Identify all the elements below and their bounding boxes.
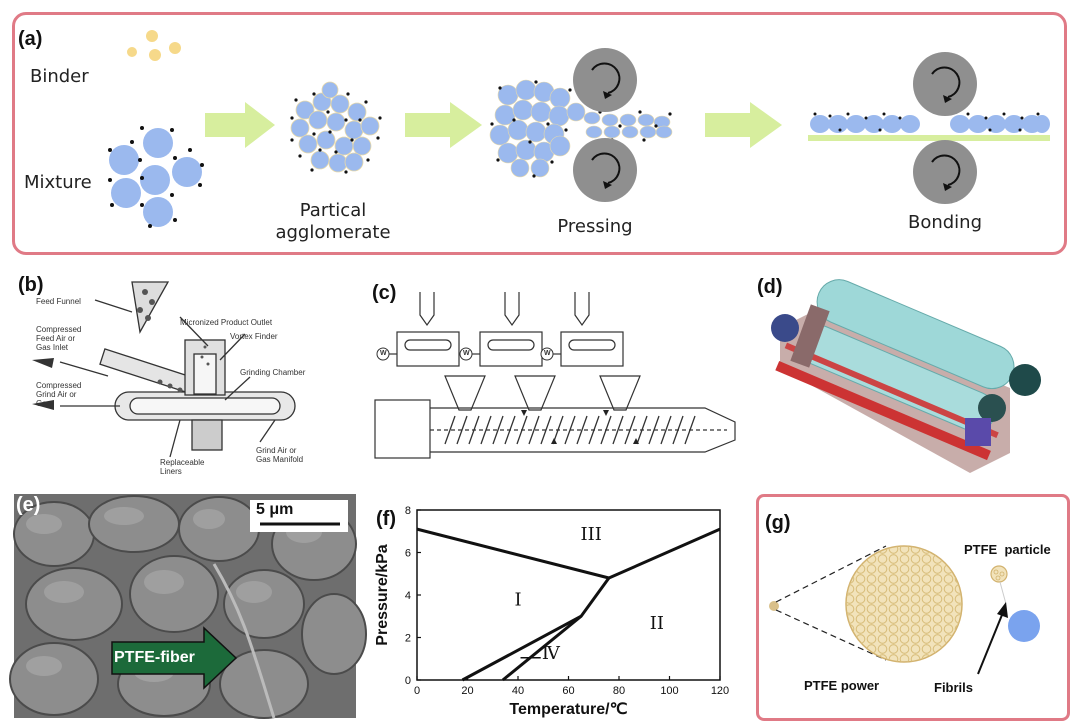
ptfe-illustration (769, 545, 1040, 675)
process-arrows (205, 102, 782, 148)
region-label-2: II (650, 613, 664, 634)
plot-frame (416, 509, 721, 681)
panel-e-label: (e) (16, 494, 41, 516)
x-tick-label-6: 120 (711, 685, 729, 697)
panel-b-label: (b) (18, 274, 44, 296)
mixture-cluster (109, 128, 202, 227)
ptfe-fiber-label: PTFE-fiber (114, 649, 195, 666)
calender-machine-render (771, 279, 1041, 473)
panel-a-frame (12, 12, 1067, 255)
scale-bar-label: 5 μm (256, 501, 294, 518)
ptfe-small-dot (769, 601, 779, 611)
agglomerate-dots (290, 92, 382, 174)
callout-manifold: Grind Air or Gas Manifold (256, 446, 304, 464)
bonding-rollers (913, 52, 977, 204)
y-axis-label: Pressure/kPa (374, 544, 391, 646)
panel-d-label: (d) (757, 276, 783, 298)
y-tick-label-3: 6 (405, 548, 411, 560)
region-label-0: III (581, 524, 602, 545)
binder-particles (127, 30, 181, 61)
feeder-mark-2: W (463, 350, 470, 357)
panel-g-frame (756, 494, 1070, 721)
panel-f-label: (f) (376, 508, 396, 530)
callout-vortex: Vortex Finder (230, 332, 278, 341)
region-label-3: Ⅳ (542, 643, 561, 664)
x-tick-label-2: 40 (512, 685, 524, 697)
x-tick-label-5: 100 (660, 685, 678, 697)
extruder-diagram (374, 292, 736, 459)
pressing-rollers (573, 48, 637, 202)
agglomerate (290, 81, 380, 173)
feeder-mark-1: W (380, 350, 387, 357)
sem-micrograph (9, 494, 367, 719)
ptfe-power-label: PTFE power (804, 678, 880, 693)
mixture-dots (108, 126, 204, 228)
region-label-1: I (514, 590, 521, 611)
x-tick-label-1: 20 (461, 685, 473, 697)
pressing-label: Pressing (557, 216, 633, 237)
panel-a-illustration (108, 30, 1050, 228)
bonding-label: Bonding (907, 212, 983, 233)
panel-c-label: (c) (372, 282, 397, 304)
ptfe-particle-label: PTFE particle (964, 542, 1051, 557)
phase-boundary-3 (501, 615, 583, 682)
panel-g-label: (g) (765, 512, 791, 534)
callout-feed-funnel: Feed Funnel (36, 297, 81, 306)
phase-boundary-0 (416, 527, 610, 580)
pressing-material (489, 79, 673, 178)
y-tick-label-0: 0 (405, 675, 411, 687)
mixture-label: Mixture (24, 172, 92, 193)
x-tick-label-3: 60 (562, 685, 574, 697)
callout-compressed-grind: Compressed Grind Air or Gas (36, 381, 82, 408)
phase-boundary-2 (461, 577, 611, 682)
jet-mill-diagram (32, 281, 296, 458)
fibrils-label: Fibrils (934, 680, 974, 695)
callout-compressed-feed: Compressed Feed Air or Gas Inlet (36, 325, 82, 352)
agglomerate-label: Partical agglomerate (275, 200, 391, 243)
callout-micronized: Micronized Product Outlet (180, 318, 273, 327)
phase-boundary-1 (608, 527, 721, 580)
y-tick-label-2: 4 (405, 590, 411, 602)
bonding-film (808, 112, 1050, 141)
feeder-mark-3: W (544, 350, 551, 357)
screw-flights (444, 415, 696, 445)
y-tick-label-1: 2 (405, 633, 411, 645)
y-tick-label-4: 8 (405, 505, 411, 517)
x-axis-label: Temperature/℃ (509, 701, 627, 718)
panel-a-label: (a) (18, 28, 43, 50)
x-tick-label-4: 80 (613, 685, 625, 697)
callout-liners: Replaceable Liners (160, 458, 205, 476)
callout-grinding: Grinding Chamber (240, 368, 306, 377)
binder-label: Binder (30, 66, 89, 87)
x-tick-label-0: 0 (414, 685, 420, 697)
